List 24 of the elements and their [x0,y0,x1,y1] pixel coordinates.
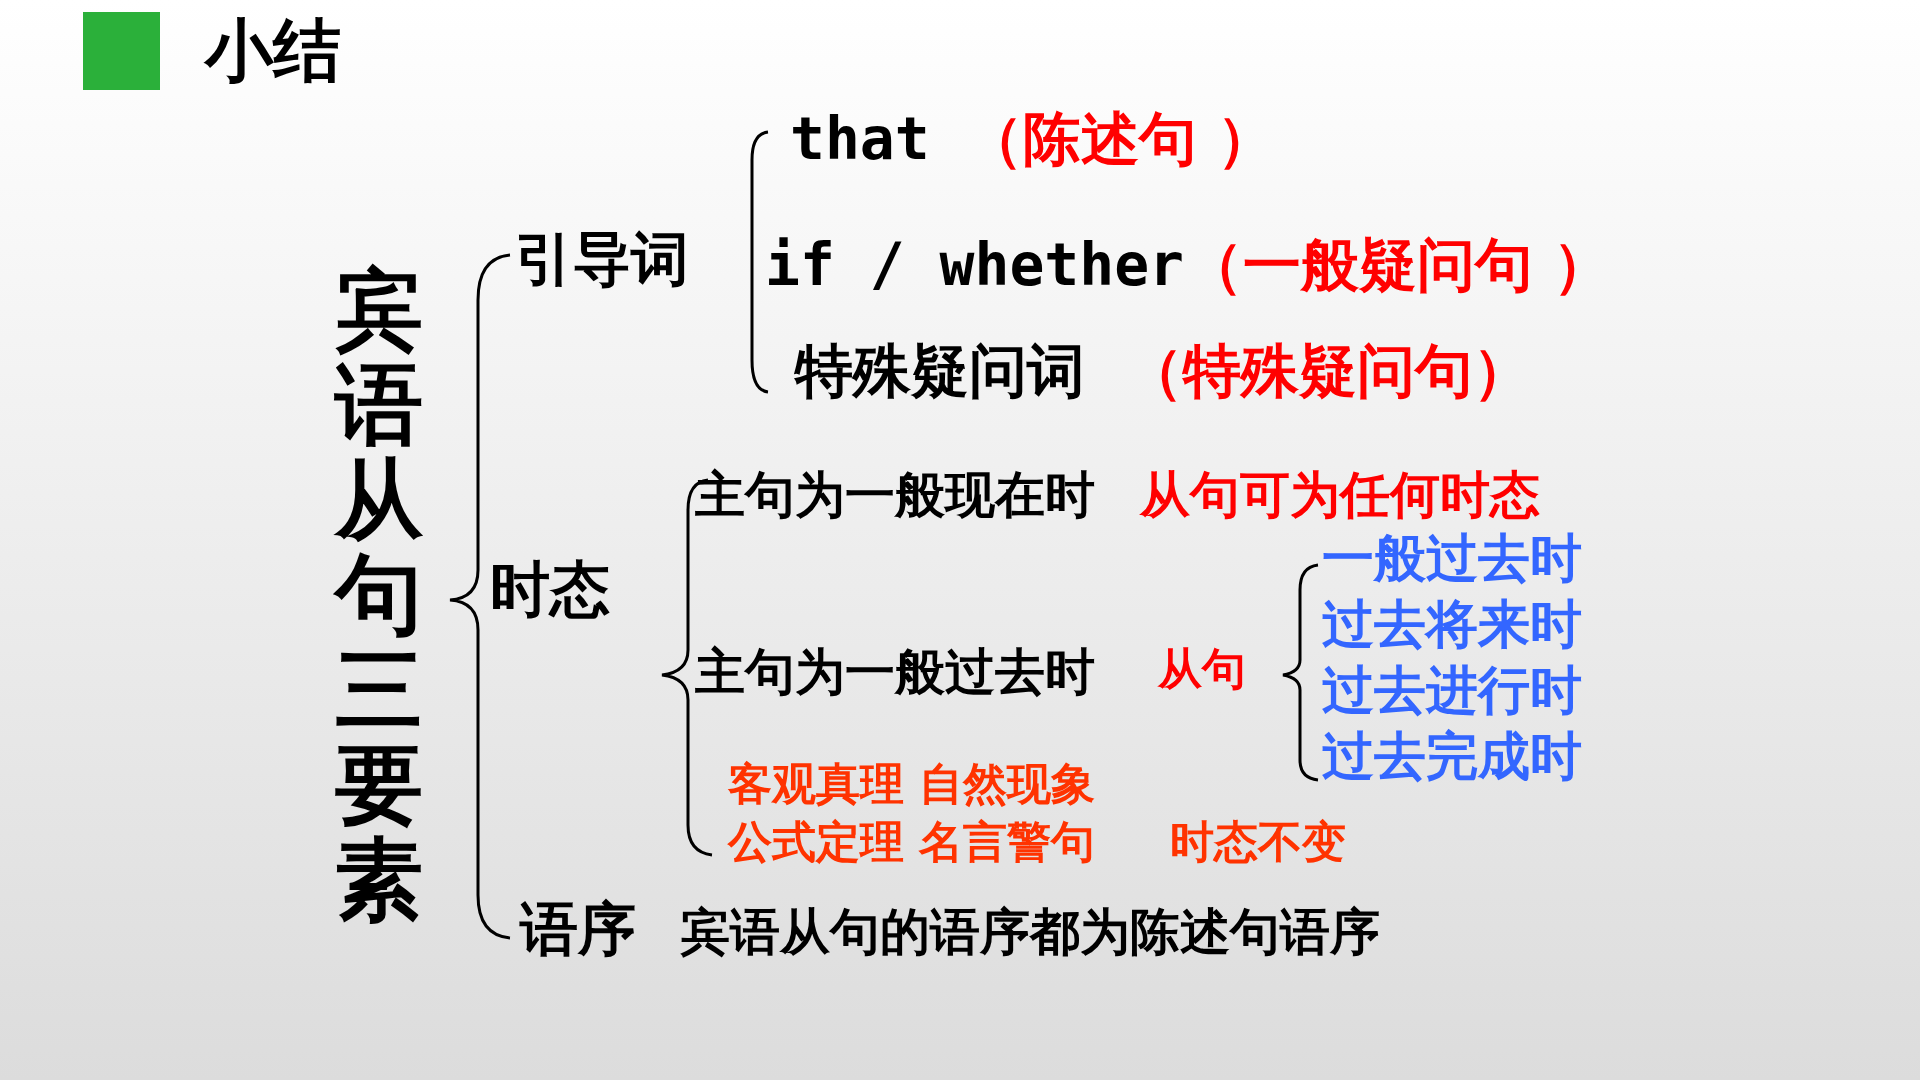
exception-text: 客观真理 自然现象 [728,760,1096,809]
branch-label: 引导词 [515,228,689,292]
tense-item: 过去将来时 [1322,596,1582,654]
tense-item: 一般过去时 [1322,530,1582,588]
rule-text: 宾语从句的语序都为陈述句语序 [680,905,1380,960]
option-text: if / whether [765,234,1185,298]
tense-item: 过去完成时 [1322,728,1582,786]
note-text: （一般疑问句 ） [1185,234,1612,298]
note-text: （陈述句 ） [965,108,1276,172]
note-text: 从句 [1158,645,1246,694]
rule-text: 主句为一般过去时 [695,645,1095,700]
note-text: （特殊疑问句） [1125,340,1531,404]
note-text: 时态不变 [1170,818,1346,867]
rule-text: 主句为一般现在时 [695,468,1095,523]
branch-label: 时态 [490,556,610,622]
slide-title: 小结 [205,14,341,89]
option-text: 特殊疑问词 [795,340,1085,404]
note-text: 从句可为任何时态 [1140,468,1540,523]
tense-item: 过去进行时 [1322,662,1582,720]
branch-label: 语序 [520,898,636,962]
exception-text: 公式定理 名言警句 [728,818,1096,867]
vertical-heading: 宾语从句三要素 [335,262,423,928]
option-text: that [790,108,930,172]
square-marker [83,12,160,90]
